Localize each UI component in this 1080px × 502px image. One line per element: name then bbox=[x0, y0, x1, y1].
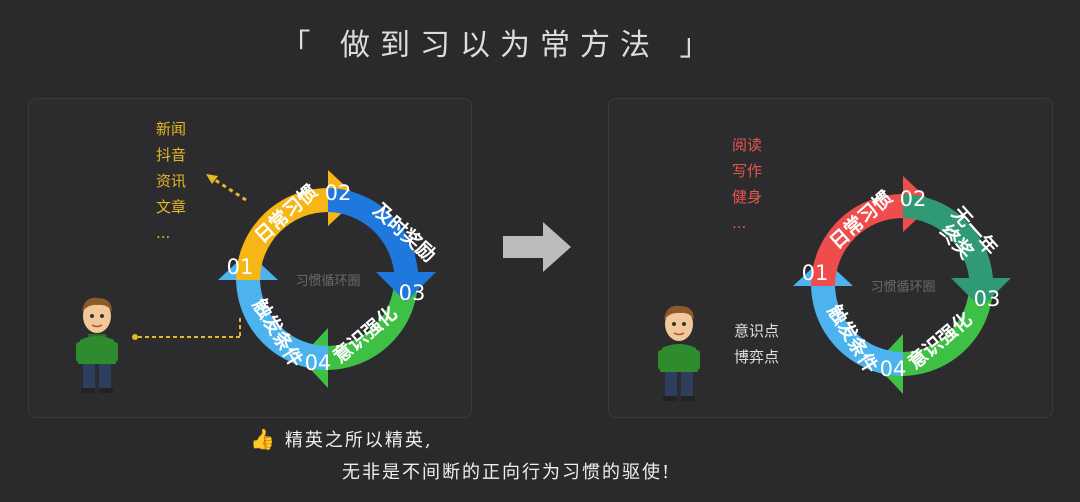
page-title: 「 做到习以为常方法 」 bbox=[280, 28, 720, 63]
right-cycle-center-label: 习惯循环圈 bbox=[870, 279, 935, 295]
left-trigger-dot bbox=[132, 334, 138, 340]
left-cycle-segment-04 bbox=[300, 272, 419, 388]
trigger-item: 博弈点 bbox=[734, 348, 780, 366]
left-person-figure bbox=[76, 297, 118, 393]
left-cycle-segment-01 bbox=[218, 252, 328, 370]
habit-item: 抖音 bbox=[156, 146, 187, 164]
left-arrowhead bbox=[206, 174, 218, 184]
right-seg-01-num: 01 bbox=[802, 261, 829, 285]
left-cycle-segment-03 bbox=[328, 188, 436, 302]
right-cycle-segment-04 bbox=[875, 278, 994, 394]
right-seg-03-num: 03 bbox=[974, 287, 1001, 311]
right-seg-02-num: 02 bbox=[900, 187, 927, 211]
habit-item: ... bbox=[732, 214, 747, 232]
right-cycle-segment-01 bbox=[793, 258, 903, 376]
bottom-line-2: 无非是不间断的正向行为习惯的驱使! bbox=[342, 462, 672, 483]
habit-item: 写作 bbox=[732, 162, 763, 180]
right-person-figure bbox=[658, 305, 700, 401]
bottom-line-1: 👍 精英之所以精英, bbox=[250, 426, 433, 452]
left-cycle-center-label: 习惯循环圈 bbox=[295, 273, 360, 289]
left-seg-01-num: 01 bbox=[227, 255, 254, 279]
right-cycle-segment-02 bbox=[811, 176, 933, 286]
bottom-line-1-text: 精英之所以精英, bbox=[284, 430, 433, 451]
right-habit-list: 阅读 写作 健身 ... bbox=[732, 132, 762, 236]
left-habit-cycle: 习惯循环圈 01 触发条件 02 日常习惯 03 及时奖励 04 意识强化 bbox=[218, 170, 441, 388]
right-habit-cycle: 习惯循环圈 01 触发条件 02 日常习惯 03 无一年 终奖 04 意识强化 bbox=[793, 176, 1011, 394]
left-seg-04-num: 04 bbox=[305, 351, 332, 375]
left-seg-02-num: 02 bbox=[325, 181, 352, 205]
left-dotted-arrow bbox=[211, 176, 247, 202]
habit-item: 文章 bbox=[156, 198, 187, 216]
habit-item: 资讯 bbox=[156, 172, 187, 190]
habit-item: 健身 bbox=[732, 188, 763, 206]
habit-item: 阅读 bbox=[732, 136, 763, 154]
habit-item: ... bbox=[156, 224, 171, 242]
left-cycle-segment-02 bbox=[236, 170, 358, 280]
habit-item: 新闻 bbox=[156, 120, 187, 138]
trigger-item: 意识点 bbox=[734, 322, 780, 340]
left-seg-03-num: 03 bbox=[399, 281, 426, 305]
right-seg-04-num: 04 bbox=[880, 357, 907, 381]
thumbs-up-icon: 👍 bbox=[250, 427, 277, 451]
left-habit-list: 新闻 抖音 资讯 文章 ... bbox=[156, 116, 186, 246]
right-cycle-segment-03 bbox=[903, 194, 1011, 308]
right-arrow-icon bbox=[503, 222, 571, 272]
right-trigger-list: 意识点 博弈点 bbox=[734, 318, 779, 370]
